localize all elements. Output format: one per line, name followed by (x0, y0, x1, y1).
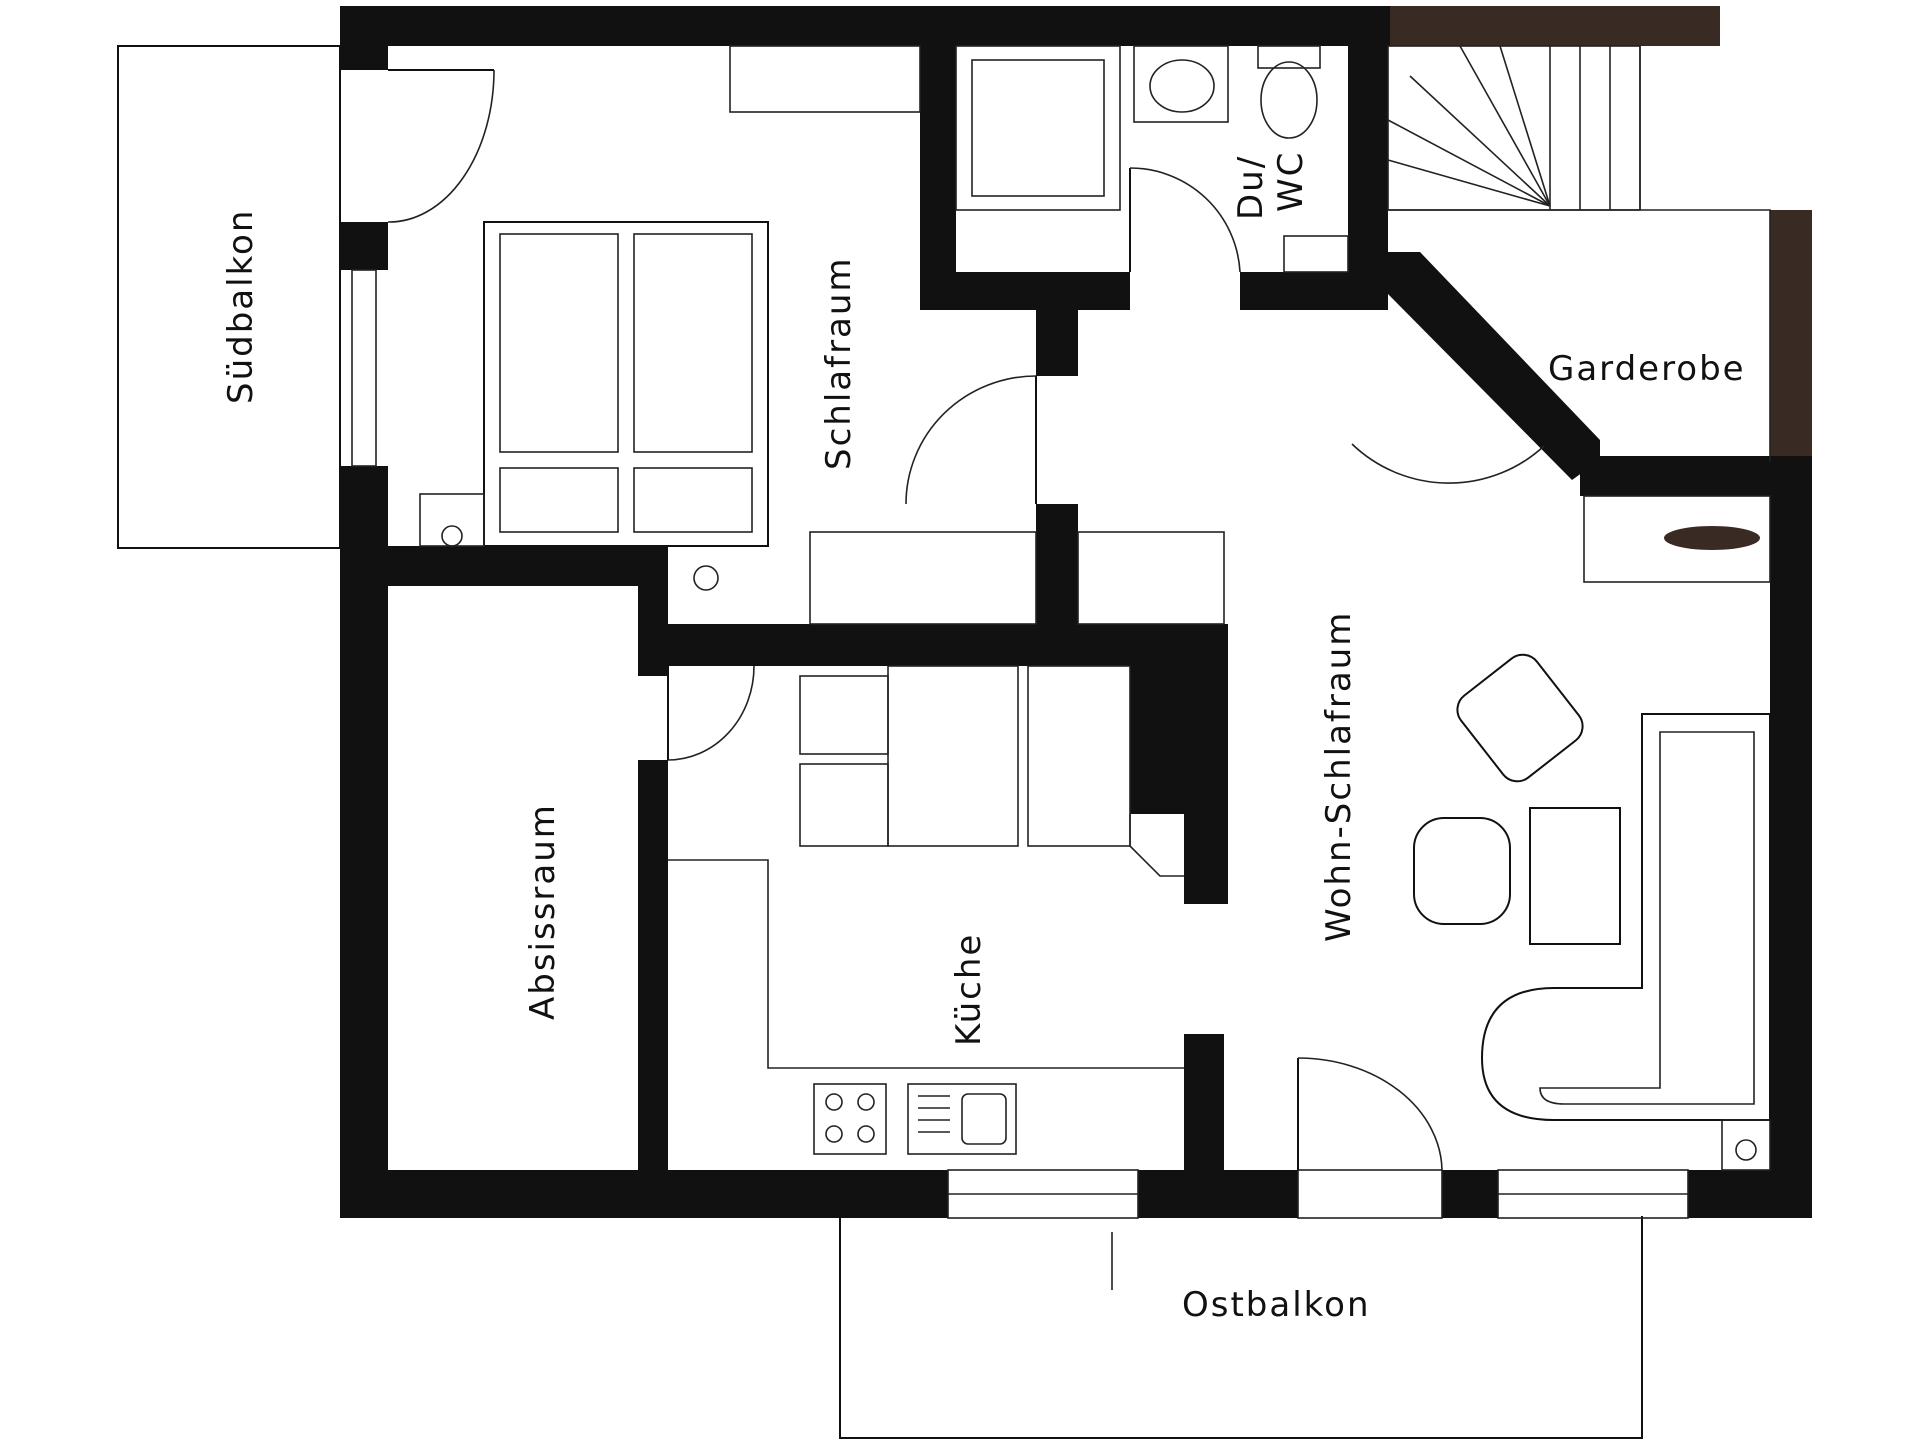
label-kueche: Küche (949, 933, 989, 1046)
exterior-walls (340, 6, 1812, 1218)
desk-schlafraum (809, 531, 1225, 625)
sued-balcony (117, 45, 341, 549)
label-wc: WC (1271, 151, 1311, 212)
shower (955, 45, 1121, 211)
radiator-wohn (1721, 1119, 1771, 1171)
stove (813, 1083, 887, 1155)
bed (483, 221, 769, 547)
kitchen-counter (668, 859, 1184, 1069)
label-schlafraum: Schlafraum (819, 256, 859, 470)
radiator-schlafraum (419, 493, 719, 591)
corner-sofa (1480, 713, 1771, 1121)
windows (351, 269, 1689, 1219)
kitchen-appliances (799, 665, 1184, 877)
tv-cabinet (1583, 495, 1771, 583)
toilet (1257, 45, 1321, 139)
label-du: Du/ (1231, 155, 1271, 220)
ost-balcony (839, 1216, 1643, 1439)
bath-shelf (1283, 235, 1349, 273)
wardrobe-schlafraum (729, 45, 921, 113)
staircase (1387, 45, 1771, 462)
sink (907, 1083, 1017, 1155)
label-suedbalkon: Südbalkon (221, 209, 261, 404)
dining-table (1529, 807, 1621, 945)
doors (387, 69, 1545, 1171)
washbasin (1133, 45, 1229, 123)
label-wohn-schlafraum: Wohn-Schlafraum (1319, 611, 1359, 942)
armchair (1413, 653, 1584, 925)
interior-walls (388, 46, 1812, 1170)
label-abstellraum: Absissraum (523, 803, 563, 1020)
label-ostbalkon: Ostbalkon (1182, 1285, 1371, 1325)
label-garderobe: Garderobe (1548, 349, 1746, 389)
